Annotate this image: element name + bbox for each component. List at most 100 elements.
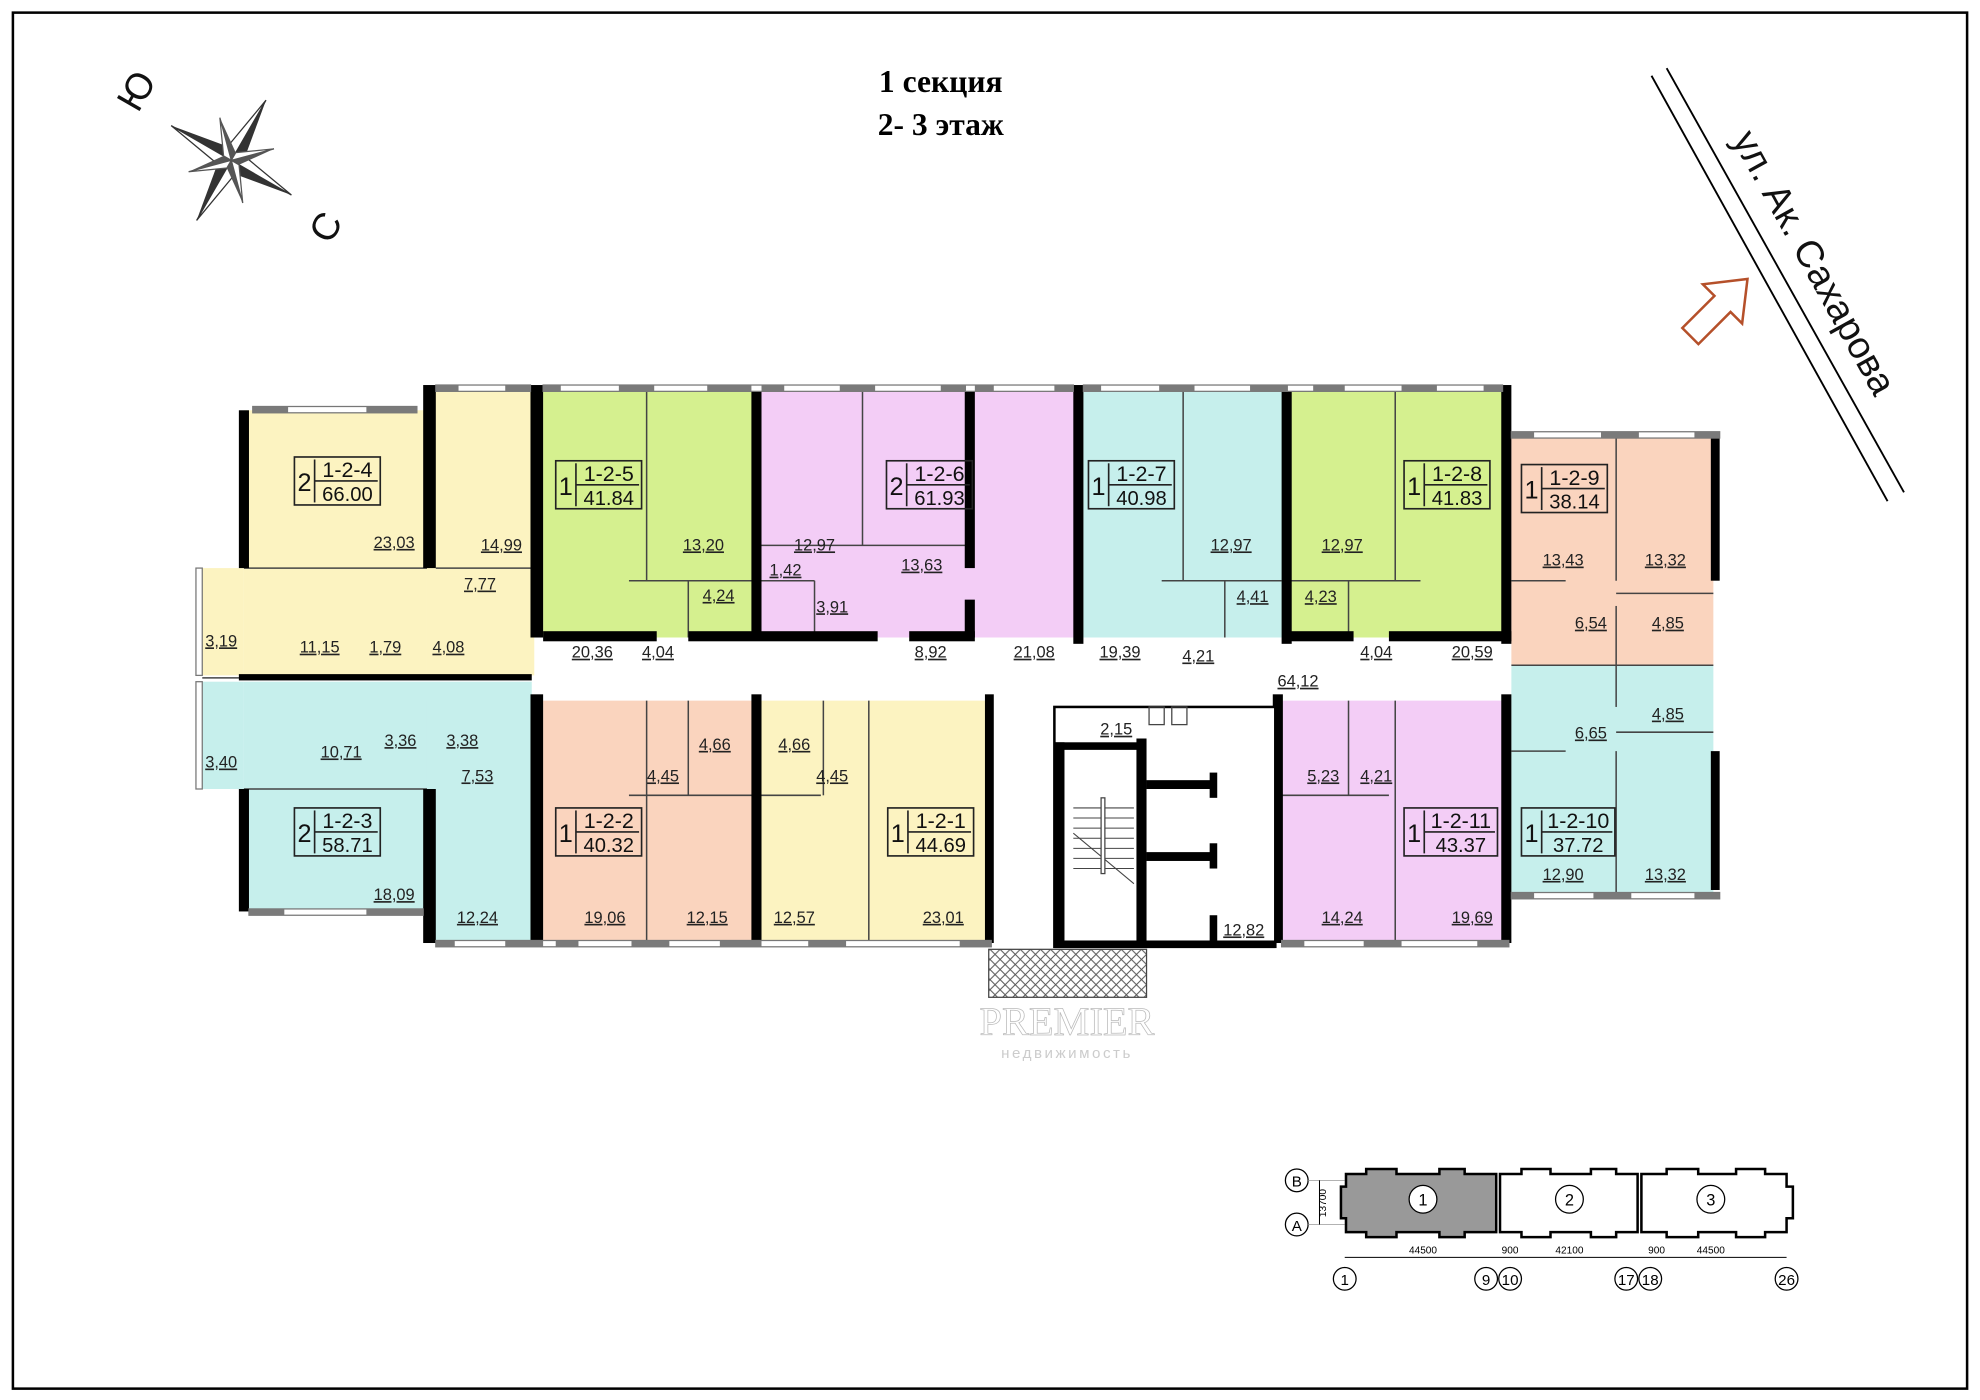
room-area: 23,03 <box>374 534 415 552</box>
room-area: 5,23 <box>1307 767 1339 785</box>
entrance-arrow-icon <box>1680 277 1749 346</box>
room-area: 12,15 <box>687 909 728 927</box>
apartment-label-box: 1 1-2-541.84 <box>554 459 643 510</box>
dimension-label: 44500 <box>1409 1246 1437 1257</box>
room-count: 2 <box>297 469 311 497</box>
apartment-area: 66.00 <box>322 484 373 506</box>
room-area: 4,66 <box>778 736 810 754</box>
stair-block <box>1053 705 1277 949</box>
room-area: 4,24 <box>703 587 735 605</box>
row-label: A <box>1292 1218 1303 1235</box>
section-number: 1 <box>1418 1192 1427 1210</box>
dimension-label: 900 <box>1502 1246 1519 1257</box>
walls <box>238 385 1720 944</box>
room-area: 13,32 <box>1645 866 1686 884</box>
windows <box>195 384 1721 948</box>
axis-marker: 17 <box>1614 1266 1639 1291</box>
room-area: 13,43 <box>1543 552 1584 570</box>
room-area: 4,21 <box>1360 767 1392 785</box>
apartment-area: 44.69 <box>916 835 967 857</box>
watermark-sub: недвижимость <box>1001 1045 1133 1062</box>
dimension-label: 900 <box>1648 1246 1665 1257</box>
room-area: 14,99 <box>481 536 522 554</box>
axis-marker: 1 <box>1332 1266 1357 1291</box>
dimension-label: 44500 <box>1697 1246 1725 1257</box>
room-area: 23,01 <box>923 909 964 927</box>
row-marker-a: A <box>1284 1212 1309 1237</box>
room-area: 4,08 <box>432 639 464 657</box>
room-area: 19,69 <box>1452 909 1493 927</box>
axis-label: 9 <box>1482 1272 1490 1289</box>
room-area: 4,85 <box>1652 706 1684 724</box>
room-area: 4,21 <box>1182 647 1214 665</box>
section-marker: 2 <box>1554 1184 1584 1214</box>
room-area: 14,24 <box>1322 909 1363 927</box>
room-area: 3,36 <box>384 732 416 750</box>
room-area: 12,24 <box>457 909 498 927</box>
axis-label: 26 <box>1778 1272 1795 1289</box>
axis-label: 10 <box>1502 1272 1519 1289</box>
room-area: 3,91 <box>816 598 848 616</box>
room-area: 13,32 <box>1645 552 1686 570</box>
room-area: 21,08 <box>1014 644 1055 662</box>
room-count: 2 <box>890 473 904 501</box>
apartment-fills <box>202 391 1714 941</box>
vestibule-area: 2,15 <box>1100 721 1132 739</box>
room-count: 1 <box>1525 477 1539 505</box>
section-marker: 3 <box>1696 1184 1726 1214</box>
room-area: 1,42 <box>770 562 802 580</box>
room-area: 4,85 <box>1652 615 1684 633</box>
apartment-area: 41.84 <box>583 488 634 510</box>
room-area: 19,06 <box>584 909 625 927</box>
apartment-number: 1-2-2 <box>584 809 634 833</box>
street-line <box>1665 67 1905 493</box>
room-area: 3,19 <box>205 632 237 650</box>
row-label: B <box>1292 1174 1302 1191</box>
room-area: 8,92 <box>915 644 947 662</box>
room-count: 1 <box>559 473 573 501</box>
room-area: 4,04 <box>642 644 674 662</box>
depth-dimension: 13700 <box>1318 1189 1329 1217</box>
room-area: 10,71 <box>321 743 362 761</box>
apartment-number: 1-2-5 <box>584 462 634 486</box>
section-number: 2 <box>1565 1192 1574 1210</box>
room-area: 12,90 <box>1543 866 1584 884</box>
axis-marker: 18 <box>1638 1266 1663 1291</box>
room-area: 3,40 <box>205 754 237 772</box>
room-count: 1 <box>891 820 905 848</box>
balcony <box>988 948 1148 998</box>
room-area: 12,97 <box>794 536 835 554</box>
floor-title: 2- 3 этаж <box>878 107 1004 142</box>
room-count: 1 <box>1525 820 1539 848</box>
stair-hall-area: 12,82 <box>1223 921 1264 939</box>
room-count: 1 <box>1407 820 1421 848</box>
room-count: 1 <box>559 820 573 848</box>
street-line <box>1650 75 1889 502</box>
apartment-area: 43.37 <box>1436 835 1487 857</box>
dimension-label: 42100 <box>1555 1246 1583 1257</box>
room-count: 1 <box>1092 473 1106 501</box>
apartment-area: 40.98 <box>1116 488 1167 510</box>
room-area: 7,53 <box>461 767 493 785</box>
room-area: 4,23 <box>1305 588 1337 606</box>
